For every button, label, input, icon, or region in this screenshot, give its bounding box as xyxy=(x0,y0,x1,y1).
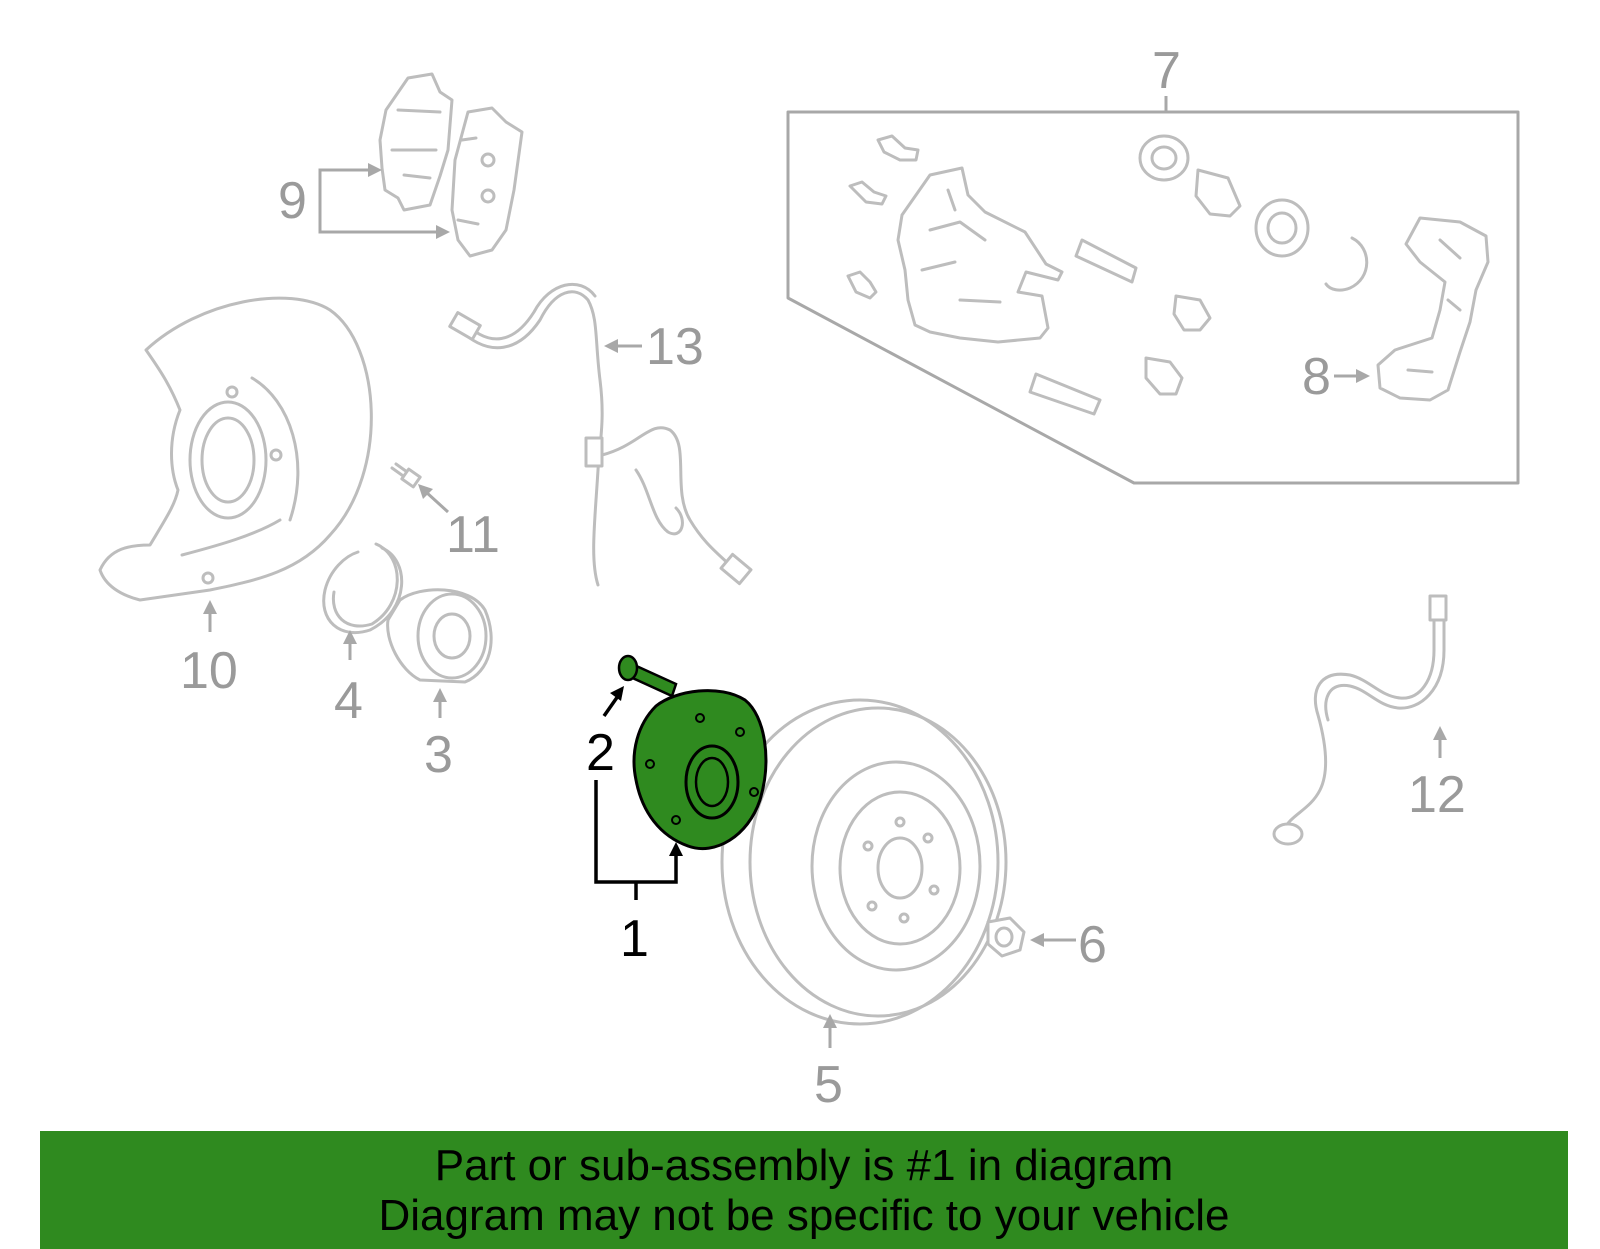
callout-7: 7 xyxy=(1152,42,1181,112)
nut-part xyxy=(986,916,1026,958)
dust-shield-part xyxy=(98,296,373,602)
brake-rotor-part xyxy=(720,698,1008,1026)
callout-12: 12 xyxy=(1408,726,1466,824)
svg-text:1: 1 xyxy=(620,910,649,968)
caliper-small-parts xyxy=(846,134,1369,416)
banner-line-2: Diagram may not be specific to your vehi… xyxy=(378,1191,1230,1240)
svg-text:9: 9 xyxy=(278,172,307,230)
brake-pads-part xyxy=(378,72,524,258)
bolt-part-11 xyxy=(390,462,422,489)
callout-8: 8 xyxy=(1302,348,1370,406)
banner-line-1: Part or sub-assembly is #1 in diagram xyxy=(434,1141,1174,1190)
hub-assembly-part xyxy=(632,689,768,851)
svg-text:6: 6 xyxy=(1078,916,1107,974)
svg-text:13: 13 xyxy=(646,318,704,376)
brake-hose-part xyxy=(1272,594,1448,846)
callout-3: 3 xyxy=(424,688,453,784)
caliper-bracket-part xyxy=(1376,216,1490,402)
svg-text:12: 12 xyxy=(1408,766,1466,824)
callout-2: 2 xyxy=(586,686,624,782)
svg-text:5: 5 xyxy=(814,1056,843,1114)
svg-text:8: 8 xyxy=(1302,348,1331,406)
bearing-part xyxy=(386,588,493,684)
svg-text:10: 10 xyxy=(180,642,238,700)
info-banner: Part or sub-assembly is #1 in diagram Di… xyxy=(40,1131,1568,1249)
svg-text:3: 3 xyxy=(424,726,453,784)
svg-text:2: 2 xyxy=(586,724,615,782)
callout-13: 13 xyxy=(604,318,704,376)
callout-6: 6 xyxy=(1030,916,1107,974)
caliper-body-part xyxy=(896,166,1064,344)
callout-1: 1 xyxy=(594,780,683,968)
svg-text:11: 11 xyxy=(446,506,500,564)
snap-ring-part xyxy=(322,542,404,635)
svg-text:4: 4 xyxy=(334,672,363,730)
svg-text:7: 7 xyxy=(1152,42,1181,100)
callout-9: 9 xyxy=(278,163,450,239)
abs-sensor-part xyxy=(448,282,753,587)
callout-10: 10 xyxy=(180,600,238,700)
hub-bolt-part xyxy=(617,654,678,698)
callout-4: 4 xyxy=(334,630,363,730)
callout-5: 5 xyxy=(814,1014,843,1114)
callout-11: 11 xyxy=(418,484,500,564)
